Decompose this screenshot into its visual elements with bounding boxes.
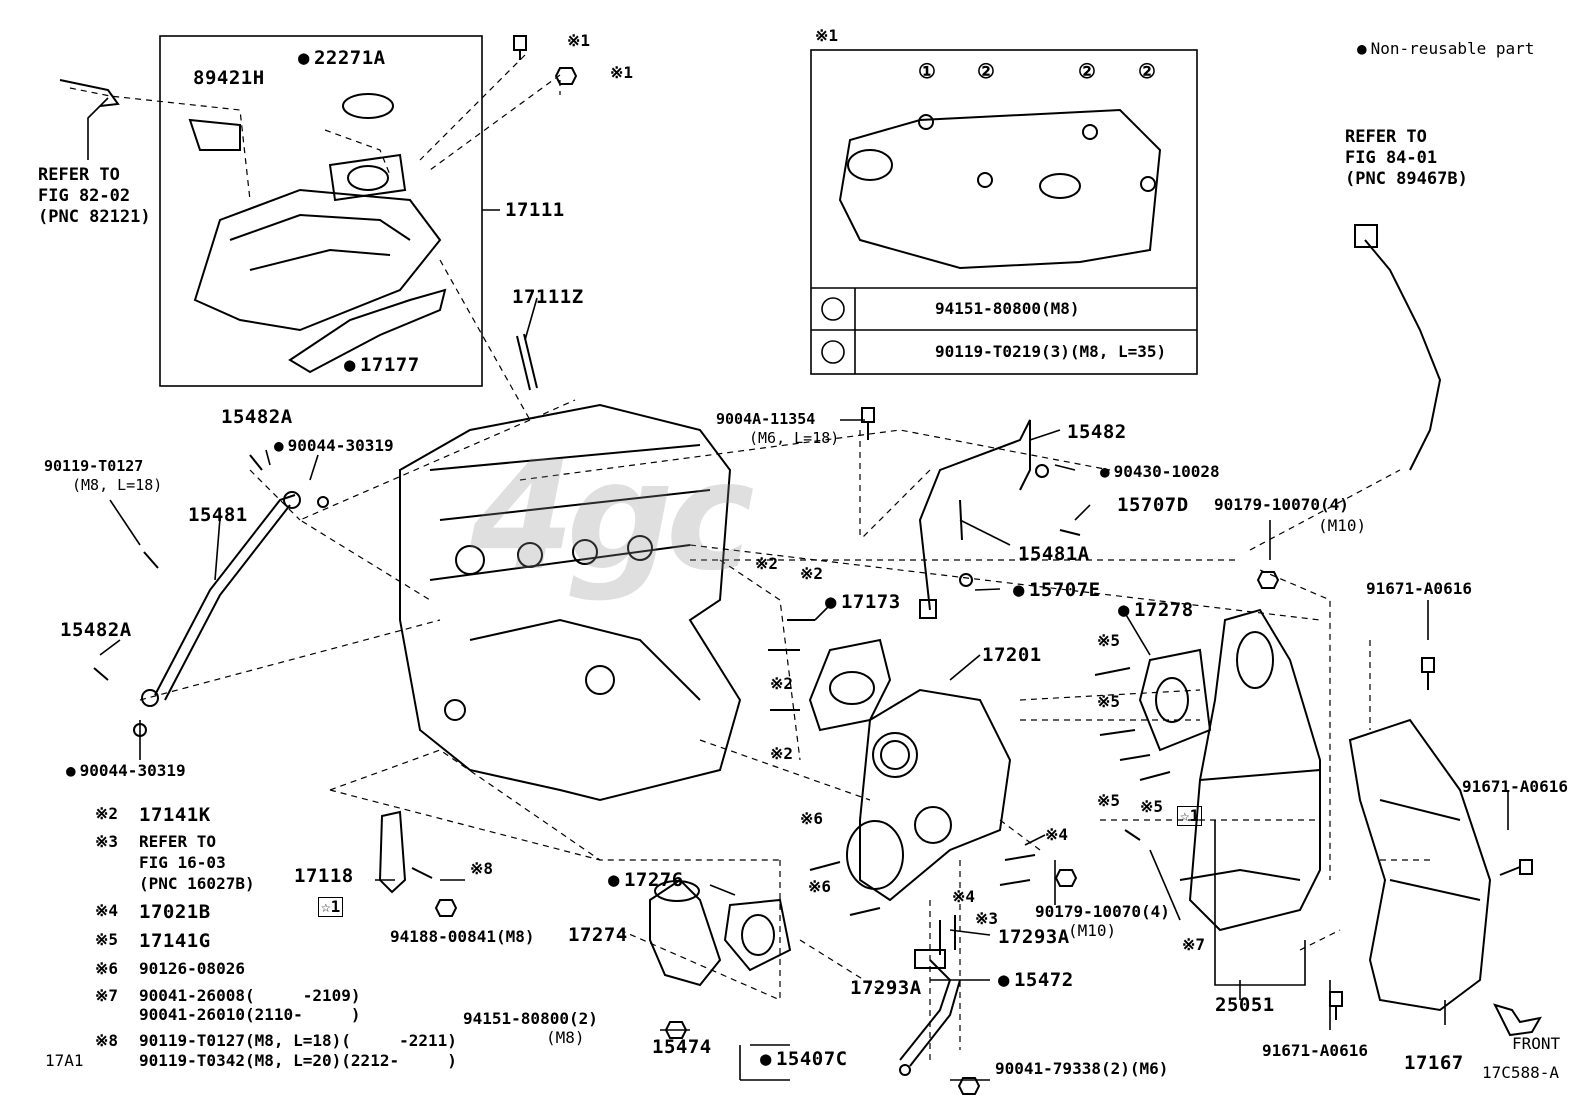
label-17118: 17118 <box>294 865 354 887</box>
label-90179-bottom-sub: (M10) <box>1068 921 1117 940</box>
mark-2c: ※2 <box>770 674 794 693</box>
label-17167: 17167 <box>1404 1052 1464 1074</box>
label-15482A-left: 15482A <box>60 619 132 641</box>
note-mark: ※6 <box>95 959 119 978</box>
label-90044-bottom: 90044-30319 <box>66 762 186 780</box>
label-15482: 15482 <box>1067 421 1127 443</box>
label-94151: 94151-80800(2) <box>463 1009 598 1028</box>
label-front: FRONT <box>1512 1034 1561 1053</box>
inset-callout-2b: ② <box>1078 59 1096 83</box>
inset-callout-2a: ② <box>977 59 995 83</box>
label-90179-top: 90179-10070(4) <box>1214 495 1349 514</box>
mark-7: ※7 <box>1182 935 1206 954</box>
star-1b: ☆1 <box>318 897 344 917</box>
inset-marker: ※1 <box>815 26 839 45</box>
label-17276: 17276 <box>608 870 684 890</box>
mark-2a: ※2 <box>755 554 779 573</box>
note-text: REFER TO <box>139 832 217 851</box>
label-17177: 17177 <box>344 355 420 375</box>
inset-callout-2c: ② <box>1138 59 1156 83</box>
mark-6a: ※6 <box>800 809 824 828</box>
mark-4b: ※4 <box>952 887 976 906</box>
mark-1a: ※1 <box>567 31 591 50</box>
note-mark: ※5 <box>95 930 119 949</box>
label-15482A-top: 15482A <box>221 406 293 428</box>
label-17274: 17274 <box>568 924 628 946</box>
label-89421H: 89421H <box>193 67 265 89</box>
mark-5c: ※5 <box>1097 791 1121 810</box>
mark-2d: ※2 <box>770 744 794 763</box>
refer-fig-84: REFER TO FIG 84-01 (PNC 89467B) <box>1345 127 1468 189</box>
note-mark: ※3 <box>95 832 119 851</box>
note-text: FIG 16-03 <box>139 853 226 872</box>
figure-code: 17C588-A <box>1482 1063 1560 1082</box>
label-91671-b: 91671-A0616 <box>1462 777 1568 796</box>
label-91671-a: 91671-A0616 <box>1366 579 1472 598</box>
label-94188: 94188-00841(M8) <box>390 927 535 946</box>
label-90179-top-sub: (M10) <box>1318 516 1367 535</box>
label-90179-bottom: 90179-10070(4) <box>1035 902 1170 921</box>
inset-row-1-code: 94151-80800(M8) <box>935 299 1080 318</box>
intake-manifold-box <box>159 35 483 387</box>
label-9004A-sub: (M6, L=18) <box>749 429 840 447</box>
label-25051: 25051 <box>1215 994 1275 1016</box>
label-90119-T0127: 90119-T0127 <box>44 457 144 475</box>
inset-row-2-code: 90119-T0219(3)(M8, L=35) <box>935 342 1167 361</box>
mark-6b: ※6 <box>808 877 832 896</box>
label-15481: 15481 <box>188 504 248 526</box>
label-15481A: 15481A <box>1018 543 1090 565</box>
label-17278: 17278 <box>1118 600 1194 620</box>
label-15474: 15474 <box>652 1036 712 1058</box>
star-1a: ☆1 <box>1177 806 1203 826</box>
mark-5a: ※5 <box>1097 631 1121 650</box>
label-17173: 17173 <box>825 592 901 612</box>
refer-fig-82: REFER TO FIG 82-02 (PNC 82121) <box>38 165 151 227</box>
label-90119-T0127-sub: (M8, L=18) <box>72 476 163 494</box>
label-15472: 15472 <box>998 970 1074 990</box>
label-22271A: 22271A <box>298 48 386 68</box>
inset-box <box>810 49 1198 375</box>
note-mark: ※4 <box>95 901 119 920</box>
label-15707D: 15707D <box>1117 494 1189 516</box>
mark-5d: ※5 <box>1140 797 1164 816</box>
note-text: 90119-T0342(M8, L=20)(2212- ) <box>139 1051 457 1070</box>
note-text: 17141G <box>139 930 211 952</box>
label-90044-top: 90044-30319 <box>274 437 394 455</box>
note-text: 17021B <box>139 901 211 923</box>
label-17201: 17201 <box>982 644 1042 666</box>
label-91671-c: 91671-A0616 <box>1262 1041 1368 1060</box>
note-mark: ※2 <box>95 804 119 823</box>
inset-callout-1: ① <box>918 59 936 83</box>
note-text: 90041-26010(2110- ) <box>139 1005 361 1024</box>
watermark: 4gc <box>470 430 755 604</box>
note-text: 90126-08026 <box>139 959 245 978</box>
mark-3: ※3 <box>975 909 999 928</box>
label-17293A-left: 17293A <box>850 977 922 999</box>
label-90041-79338: 90041-79338(2)(M6) <box>995 1059 1169 1078</box>
section-code: 17A1 <box>45 1051 84 1070</box>
note-text: 90041-26008( -2109) <box>139 986 361 1005</box>
note-text: 90119-T0127(M8, L=18)( -2211) <box>139 1031 457 1050</box>
label-15707E: 15707E <box>1013 580 1101 600</box>
legend-non-reusable: Non-reusable part <box>1357 40 1535 58</box>
mark-1b: ※1 <box>610 63 634 82</box>
mark-8: ※8 <box>470 859 494 878</box>
note-text: (PNC 16027B) <box>139 874 255 893</box>
label-17111Z: 17111Z <box>512 286 584 308</box>
note-mark: ※7 <box>95 986 119 1005</box>
mark-4a: ※4 <box>1045 825 1069 844</box>
note-text: 17141K <box>139 804 211 826</box>
mark-2b: ※2 <box>800 564 824 583</box>
label-17293A-right: 17293A <box>998 926 1070 948</box>
label-90430: 90430-10028 <box>1100 463 1220 481</box>
label-9004A: 9004A-11354 <box>716 410 816 428</box>
label-17111: 17111 <box>505 199 565 221</box>
label-94151-sub: (M8) <box>546 1028 585 1047</box>
note-mark: ※8 <box>95 1031 119 1050</box>
label-15407C: 15407C <box>760 1049 848 1069</box>
mark-5b: ※5 <box>1097 692 1121 711</box>
